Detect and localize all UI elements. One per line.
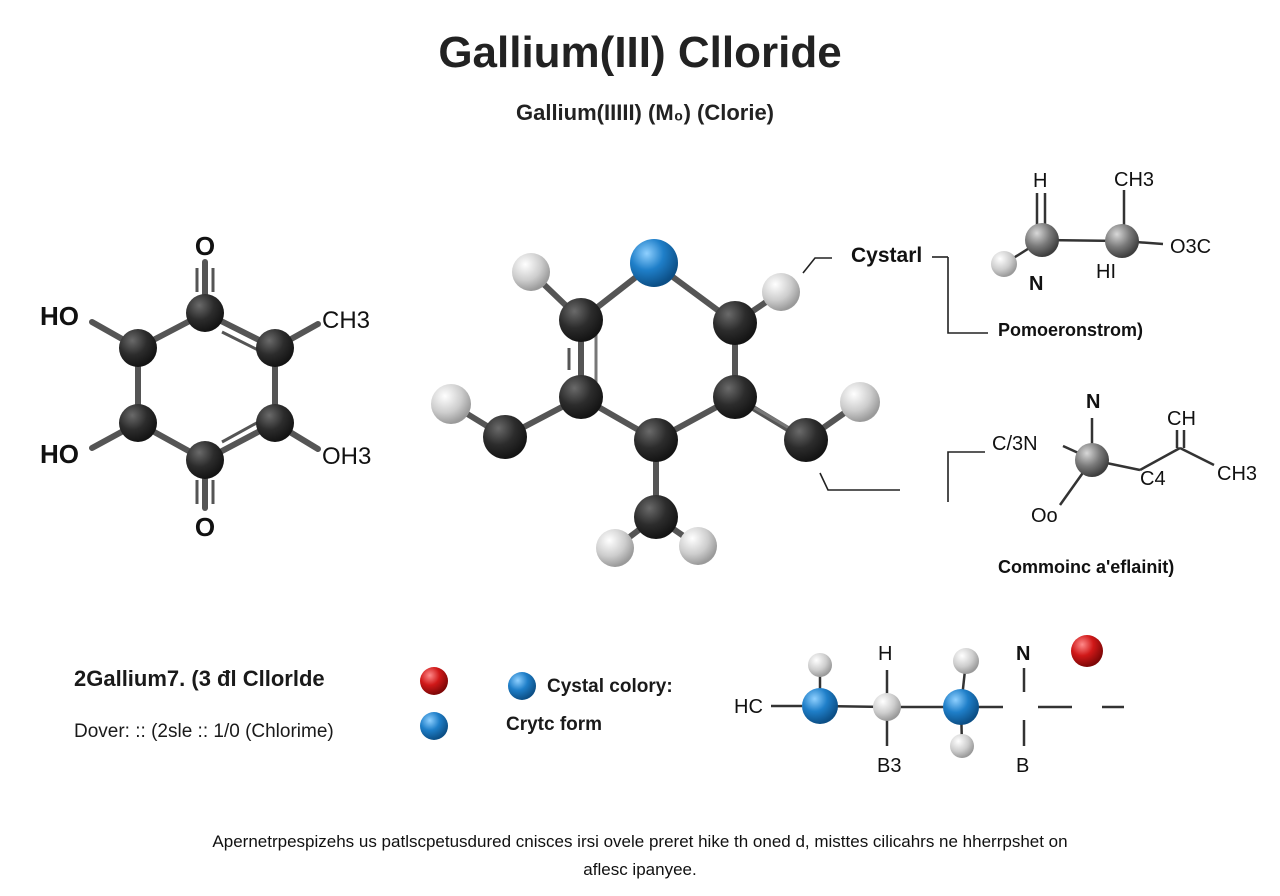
label-c3n: C/3N xyxy=(992,433,1038,455)
bottom-right-molecule: HC H N B3 B xyxy=(734,635,1124,777)
label-n: N xyxy=(1029,273,1043,295)
top-right-molecule: H CH3 N HI O3C xyxy=(991,169,1211,295)
label-h: H xyxy=(1033,170,1047,192)
carbon-atom xyxy=(1105,224,1139,258)
page-title: Gallium(III) Clloride xyxy=(438,28,842,77)
hydrogen-atom xyxy=(840,382,880,422)
legend-swatches xyxy=(420,667,536,740)
oxygen-atom xyxy=(1071,635,1103,667)
label-lower-right: OH3 xyxy=(322,443,371,470)
carbon-atom xyxy=(256,404,294,442)
nitrogen-atom xyxy=(630,239,678,287)
hydrogen-atom xyxy=(953,648,979,674)
label-lower-left: HO xyxy=(40,439,79,469)
label-n: N xyxy=(1016,643,1030,665)
callout-lines xyxy=(802,256,988,502)
label-oo: Oo xyxy=(1031,505,1058,527)
label-hc: HC xyxy=(734,696,763,718)
label-top-o: O xyxy=(195,231,215,261)
hydrogen-atom xyxy=(512,253,550,291)
carbon-atom xyxy=(119,329,157,367)
carbon-atom xyxy=(1075,443,1109,477)
carbon-atom xyxy=(559,375,603,419)
hydrogen-atom xyxy=(873,693,901,721)
carbon-atom xyxy=(186,294,224,332)
hydrogen-atom xyxy=(950,734,974,758)
hydrogen-atom xyxy=(808,653,832,677)
label-upper-left: HO xyxy=(40,301,79,331)
label-b: B xyxy=(1016,755,1029,777)
label-ch3: CH3 xyxy=(1114,169,1154,191)
legend-crystal-color: Cystal colory: xyxy=(547,676,673,697)
label-hi: HI xyxy=(1096,261,1116,283)
label-c4: C4 xyxy=(1140,468,1166,490)
page-subtitle: Gallium(IIIII) (M₀) (Clorie) xyxy=(515,100,775,125)
callout-label-pomoeronstrom: Pomoeronstrom) xyxy=(998,320,1143,340)
blue-swatch-form xyxy=(420,712,448,740)
carbon-atom xyxy=(784,418,828,462)
carbon-atom xyxy=(634,418,678,462)
label-upper-right: CH3 xyxy=(322,307,370,334)
hydrogen-atom xyxy=(431,384,471,424)
carbon-atom xyxy=(483,415,527,459)
carbon-atom xyxy=(713,301,757,345)
legend-crystal-form: Crytc form xyxy=(506,714,603,735)
carbon-atom xyxy=(186,441,224,479)
carbon-atom xyxy=(1025,223,1059,257)
carbon-atom xyxy=(713,375,757,419)
legend-title: 2Gallium7. (3 đl Cllorlde xyxy=(74,666,325,691)
label-h: H xyxy=(878,643,892,665)
label-bottom-o: O xyxy=(195,512,215,542)
nitrogen-atom xyxy=(943,689,979,725)
label-ch: CH xyxy=(1167,408,1196,430)
callout-label-cystarl: Cystarl xyxy=(851,244,922,267)
hydrogen-atom xyxy=(991,251,1017,277)
label-ch3: CH3 xyxy=(1217,463,1257,485)
center-molecule xyxy=(431,239,880,567)
carbon-atom xyxy=(634,495,678,539)
caption-commoinc: Commoinc a'eflainit) xyxy=(998,557,1174,577)
footer-line-2: aflesc ipanyee. xyxy=(583,860,697,879)
blue-swatch-color xyxy=(508,672,536,700)
legend-subtitle: Dover: :: (2sle :: 1/0 (Chlorime) xyxy=(74,721,334,742)
red-swatch xyxy=(420,667,448,695)
footer-line-1: Apernetrpespizehs us patlscpetusdured cn… xyxy=(212,832,1068,851)
nitrogen-atom xyxy=(802,688,838,724)
hydrogen-atom xyxy=(596,529,634,567)
carbon-atom xyxy=(559,298,603,342)
label-o3c: O3C xyxy=(1170,236,1211,258)
hydrogen-atom xyxy=(762,273,800,311)
carbon-atom xyxy=(119,404,157,442)
left-molecule: O O HO HO CH3 OH3 xyxy=(40,231,371,542)
carbon-atom xyxy=(256,329,294,367)
footer-text: Apernetrpespizehs us patlscpetusdured cn… xyxy=(60,828,1220,884)
hydrogen-atom xyxy=(679,527,717,565)
mid-right-molecule: N CH C/3N C4 CH3 Oo Commoinc a'eflainit) xyxy=(992,391,1257,577)
label-b3: B3 xyxy=(877,755,901,777)
label-n: N xyxy=(1086,391,1100,413)
